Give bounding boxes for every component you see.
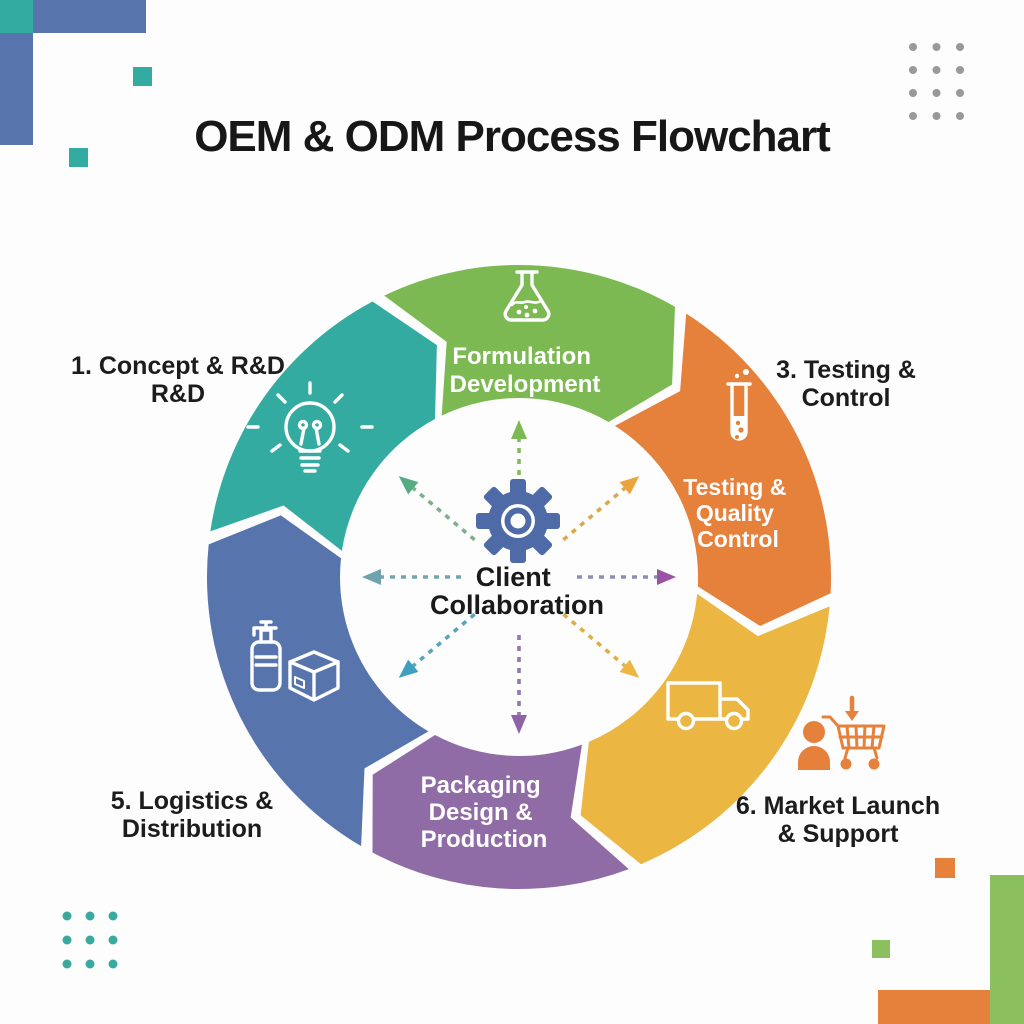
truck-icon	[666, 681, 750, 731]
gray-dot	[932, 43, 941, 51]
teal-dot	[108, 911, 118, 921]
market-launch-cart-icon	[798, 695, 886, 770]
segment-delivery	[580, 593, 830, 865]
gray-dot	[909, 112, 917, 120]
collab-arrow-right-head	[657, 569, 676, 585]
gray-dot	[932, 89, 941, 97]
collab-arrow-down-left-line	[412, 612, 476, 668]
gray-dot	[932, 66, 941, 74]
collab-arrow-down-head	[511, 715, 527, 734]
hub-label: Client Collaboration	[430, 562, 604, 620]
gray-dot	[909, 66, 917, 74]
decor-square	[0, 0, 33, 33]
decor-square	[872, 940, 890, 958]
collab-arrow-left-head	[362, 569, 381, 585]
label-testing-control: 3. Testing & Control	[706, 356, 986, 412]
collab-arrow-up-left-line	[412, 486, 476, 542]
segment-logistics	[206, 515, 429, 847]
decor-top-left-squares	[0, 0, 152, 167]
label-line: 6. Market Launch	[735, 792, 941, 820]
lightbulb-icon	[246, 381, 374, 473]
label-market-launch: 6. Market Launch & Support	[698, 792, 978, 848]
decor-square	[69, 148, 88, 167]
collab-arrow-down-right-line	[562, 612, 626, 668]
teal-dot	[85, 911, 95, 921]
teal-dot	[85, 959, 95, 969]
collab-arrow-up-right-line	[562, 486, 626, 542]
collab-arrow-up-left-head	[398, 476, 419, 495]
gray-dot	[909, 89, 917, 97]
segment-label-testing: Testing & Quality Control	[683, 474, 792, 552]
teal-dot	[108, 959, 118, 969]
collab-arrow-up-right-head	[619, 476, 640, 495]
teal-dot	[62, 911, 72, 921]
segment-label-packaging: Packaging Design & Production	[421, 772, 548, 853]
decor-bottom-right-squares	[872, 858, 1024, 1024]
collab-arrow-down-left-head	[398, 659, 419, 678]
segment-formulation	[384, 264, 675, 422]
decor-square	[990, 875, 1024, 1024]
segment-testing	[614, 313, 832, 626]
decor-square	[33, 0, 146, 33]
label-line: & Support	[777, 820, 899, 848]
decor-square	[133, 67, 152, 86]
segment-packaging	[372, 735, 629, 890]
label-line: 1. Concept & R&D	[71, 352, 285, 380]
test-tube-icon	[726, 369, 752, 441]
label-line: 5. Logistics &	[110, 787, 274, 815]
gray-dot	[932, 112, 941, 120]
label-concept-rd: 1. Concept & R&D R&D	[38, 352, 318, 408]
decor-square	[0, 33, 33, 145]
teal-dot	[62, 959, 72, 969]
teal-dot	[108, 935, 118, 945]
page-title: OEM & ODM Process Flowchart	[194, 112, 831, 161]
gray-dot	[956, 43, 964, 51]
process-ring	[206, 264, 832, 890]
decor-bottom-left-dots	[62, 911, 118, 969]
collab-arrow-up-head	[511, 420, 527, 439]
gear-hub-ring	[504, 507, 532, 535]
bottle-box-icon	[250, 620, 340, 702]
teal-dot	[62, 935, 72, 945]
collab-arrow-down-right-head	[619, 659, 640, 678]
label-line: 3. Testing &	[776, 356, 916, 384]
label-logistics-distribution: 5. Logistics & Distribution	[52, 787, 332, 843]
label-line: Control	[801, 384, 891, 412]
decor-square	[878, 990, 990, 1024]
flask-icon	[503, 270, 551, 322]
gray-dot	[956, 112, 964, 120]
decor-top-right-dots	[909, 43, 964, 120]
decor-square	[935, 858, 955, 878]
gray-dot	[956, 66, 964, 74]
segment-label-formulation: Formulation Development	[450, 343, 601, 398]
teal-dot	[85, 935, 95, 945]
label-line: R&D	[150, 380, 206, 408]
label-line: Distribution	[121, 815, 263, 843]
gear-icon	[476, 479, 560, 563]
gray-dot	[956, 89, 964, 97]
segment-concept-rd	[210, 301, 437, 551]
gray-dot	[909, 43, 917, 51]
